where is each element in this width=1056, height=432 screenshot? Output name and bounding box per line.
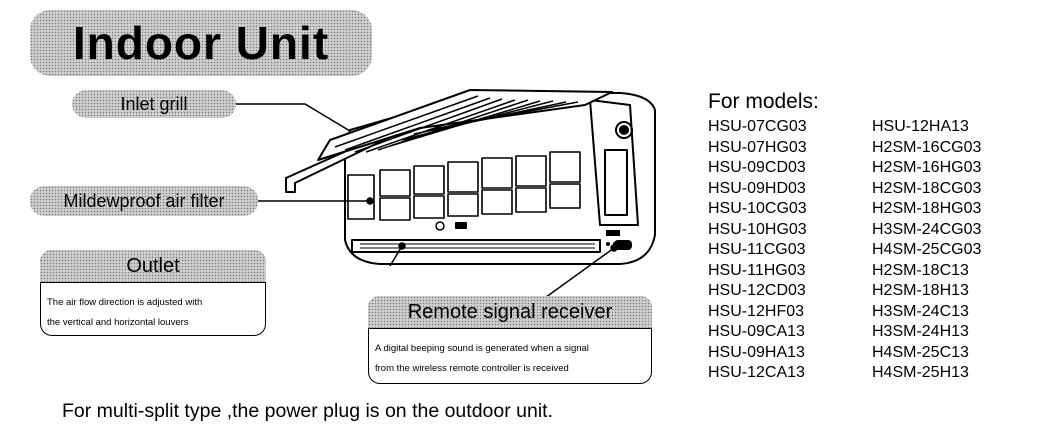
- model-item: HSU-12CD03: [708, 282, 806, 299]
- model-item: H2SM-18CG03: [872, 179, 982, 197]
- model-item: H3SM-24C13: [872, 302, 969, 320]
- side-panel: [589, 99, 639, 226]
- remote-desc-line1: A digital beeping sound is generated whe…: [375, 343, 589, 354]
- model-item: HSU-12HA13: [872, 118, 969, 135]
- model-item: HSU-12HF03: [708, 302, 805, 320]
- outlet-slot: [351, 239, 601, 253]
- remote-description: A digital beeping sound is generated whe…: [375, 339, 645, 379]
- model-item: H4SM-25CG03: [872, 241, 982, 258]
- model-item: HSU-11HG03: [708, 261, 806, 279]
- model-item: H2SM-18C13: [872, 261, 969, 279]
- model-item: HSU-09HD03: [708, 179, 806, 197]
- air-filter-label: Mildewproof air filter: [30, 186, 258, 216]
- outlet-desc-line2: the vertical and horizontal louvers: [47, 317, 189, 328]
- model-item: H4SM-25C13: [872, 343, 969, 361]
- unit-body: [344, 92, 656, 265]
- display-window: [604, 149, 628, 216]
- footnote: For multi-split type ,the power plug is …: [62, 400, 554, 422]
- remote-callout: Remote signal receiver A digital beeping…: [368, 296, 652, 384]
- model-item: H2SM-16HG03: [872, 159, 982, 176]
- outlet-heading: Outlet: [40, 250, 266, 283]
- model-item: HSU-12CA13: [708, 364, 805, 381]
- model-item: HSU-11CG03: [708, 241, 806, 258]
- receiver-window: [614, 240, 632, 250]
- model-item: HSU-07HG03: [708, 138, 807, 156]
- page-title: Indoor Unit: [72, 17, 330, 69]
- model-item: HSU-10CG03: [708, 200, 807, 217]
- remote-desc-line2: from the wireless remote controller is r…: [375, 363, 569, 374]
- air-filter-text: Mildewproof air filter: [63, 190, 225, 211]
- inlet-grill-text: Inlet grill: [120, 93, 188, 114]
- filter-grid: [347, 151, 581, 221]
- title-banner: Indoor Unit: [30, 10, 372, 76]
- model-item: H2SM-16CG03: [872, 138, 982, 156]
- model-item: H3SM-24H13: [872, 323, 969, 340]
- inlet-grill-label: Inlet grill: [72, 90, 236, 118]
- outlet-callout: Outlet The air flow direction is adjuste…: [40, 250, 266, 336]
- model-item: H3SM-24CG03: [872, 220, 982, 238]
- model-item: H2SM-18HG03: [872, 200, 982, 217]
- outlet-description: The air flow direction is adjusted with …: [47, 293, 259, 333]
- remote-heading: Remote signal receiver: [368, 296, 652, 329]
- model-item: HSU-09CA13: [708, 323, 805, 340]
- model-item: H2SM-18H13: [872, 282, 969, 299]
- model-item: HSU-09HA13: [708, 343, 805, 361]
- models-heading: For models:: [708, 90, 819, 113]
- model-item: H4SM-25H13: [872, 364, 969, 381]
- model-item: HSU-10HG03: [708, 220, 807, 238]
- knob: [615, 121, 633, 139]
- outlet-desc-line1: The air flow direction is adjusted with: [47, 297, 203, 308]
- model-item: HSU-09CD03: [708, 159, 806, 176]
- model-item: HSU-07CG03: [708, 118, 807, 135]
